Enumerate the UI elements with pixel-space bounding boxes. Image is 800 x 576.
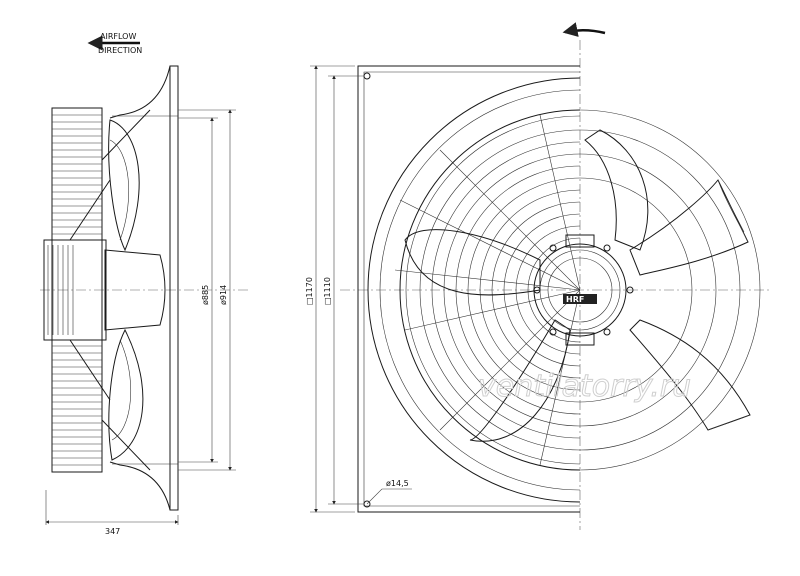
inlet-ring-outer bbox=[367, 77, 580, 503]
front-blades-right bbox=[580, 109, 761, 471]
front-view: HRF □1170 □1110 ø14,5 bbox=[305, 22, 770, 530]
logo-text: HRF bbox=[566, 295, 584, 304]
terminal-box-bottom bbox=[565, 332, 595, 346]
terminal-box-top bbox=[565, 234, 595, 248]
mounting-hole-top bbox=[363, 72, 371, 80]
dimension-sq1110: □1110 bbox=[323, 277, 332, 305]
guard-grille bbox=[394, 114, 580, 466]
dimension-depth: 347 bbox=[105, 527, 120, 536]
dimension-d914: ø914 bbox=[219, 285, 228, 305]
front-blades-left bbox=[404, 229, 571, 442]
guard-ring bbox=[399, 109, 580, 471]
dimension-hole: ø14,5 bbox=[386, 479, 409, 488]
dimension-d885: ø885 bbox=[201, 285, 210, 305]
direction-text: DIRECTION bbox=[98, 46, 142, 55]
rotation-arrow-icon bbox=[562, 22, 606, 37]
side-view: 347 ø885 ø914 bbox=[40, 65, 250, 536]
logo-badge bbox=[563, 294, 597, 304]
watermark: ventilatorry.ru bbox=[478, 369, 691, 404]
dimension-sq1170: □1170 bbox=[305, 277, 314, 305]
motor-fins bbox=[43, 107, 151, 473]
airflow-label: AIRFLOW DIRECTION bbox=[87, 32, 142, 55]
side-blades bbox=[104, 119, 166, 461]
flange-plate bbox=[169, 65, 179, 511]
airflow-text: AIRFLOW bbox=[100, 32, 136, 41]
mounting-plate bbox=[357, 65, 580, 513]
